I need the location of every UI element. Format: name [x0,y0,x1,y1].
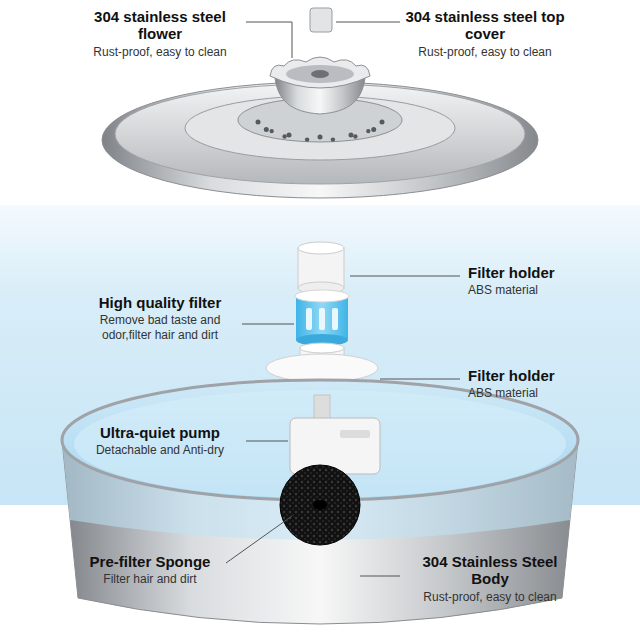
pump-detail [340,430,370,438]
pump-body [290,418,380,474]
filter-slot [319,308,325,330]
part-name: Ultra-quiet pump [80,424,240,441]
leader-line [242,324,294,325]
hole [305,137,309,141]
filter-holder-bottom [300,343,344,353]
label-group: High quality filterRemove bad taste and … [85,294,235,343]
hole [331,137,335,141]
leader-line [336,22,400,23]
hole [349,133,354,138]
hole [380,120,385,125]
label-group: 304 stainless steel top coverRust-proof,… [405,8,565,60]
label-group: Pre-filter SpongeFilter hair and dirt [75,553,225,587]
sponge-hole [313,500,327,510]
hole [366,129,370,133]
flower-outlet [311,70,329,78]
hole [270,129,274,133]
part-name: Filter holder [468,264,628,281]
flower-bowl [286,65,354,83]
part-name: 304 Stainless Steel Body [405,553,575,588]
part-note: Filter hair and dirt [75,572,225,587]
hole [264,127,269,132]
bowl-body [62,380,578,624]
part-note: Rust-proof, easy to clean [405,590,575,605]
leader-line [246,441,288,442]
leader-line [350,276,460,277]
part-name: 304 stainless steel top cover [405,8,565,43]
part-note: ABS material [468,283,628,298]
part-name: Filter holder [468,367,628,384]
part-note: Detachable and Anti-dry [80,443,240,458]
filter-slot [332,308,338,330]
leader-lines [226,22,460,576]
water-band [0,205,640,505]
filter-holder-top [298,242,344,254]
leader-line [226,516,292,563]
hole [353,134,357,138]
pump-stem [314,395,330,420]
label-group: 304 stainless steel flowerRust-proof, ea… [80,8,240,60]
leader-line [246,22,292,58]
hole [282,134,286,138]
lid-handle [310,8,332,32]
label-group: Filter holderABS material [468,264,628,298]
hole [256,120,261,125]
flower-petals [270,57,370,88]
hole [318,135,323,140]
hole [371,127,376,132]
part-note: Remove bad taste and odor,filter hair an… [85,313,235,343]
part-note: Rust-proof, easy to clean [80,45,240,60]
pre-filter-sponge [280,465,360,545]
part-note: Rust-proof, easy to clean [405,45,565,60]
leader-line [360,576,400,577]
part-name: High quality filter [85,294,235,311]
part-note: ABS material [468,386,628,401]
label-group: Filter holderABS material [468,367,628,401]
filter-stack [266,242,378,397]
pump [280,395,380,545]
leader-line [380,379,460,380]
filter-cap [295,290,349,302]
label-group: 304 Stainless Steel BodyRust-proof, easy… [405,553,575,605]
part-name: 304 stainless steel flower [80,8,240,43]
filter-slot [306,308,312,330]
hole [287,133,292,138]
filter [296,296,348,340]
label-group: Ultra-quiet pumpDetachable and Anti-dry [80,424,240,458]
part-name: Pre-filter Sponge [75,553,225,570]
filter-holder-bottom [266,354,378,382]
drain-holes [256,120,385,142]
